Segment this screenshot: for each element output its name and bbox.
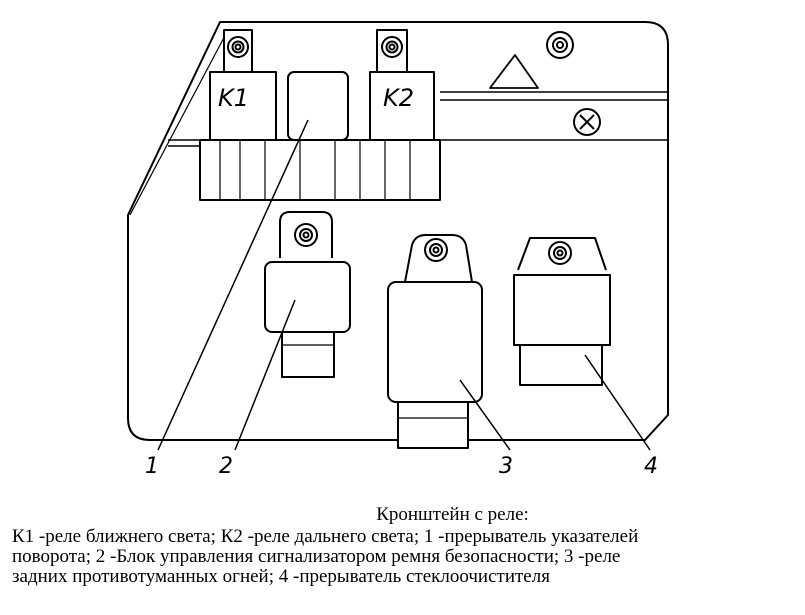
bracket-inner-edge <box>129 29 229 216</box>
caption-line-3: задних противотуманных огней; 4 -прерыва… <box>12 566 550 587</box>
k2-label: K2 <box>383 84 414 112</box>
caption-line-1: К1 -реле ближнего света; К2 -реле дальне… <box>12 526 639 547</box>
relay-4 <box>513 237 611 386</box>
relay-bracket-diagram: K1 K2 <box>127 21 669 479</box>
cross-bolt-icon <box>573 108 601 136</box>
connector-strip <box>199 139 441 201</box>
nut-top-right <box>546 31 574 59</box>
caption-title: Кронштейн с реле: <box>376 504 529 525</box>
middle-relay-block <box>287 71 349 141</box>
caption-line-2: поворота; 2 -Блок управления сигнализато… <box>12 546 621 567</box>
relay-k2 <box>369 29 435 141</box>
bracket-outline <box>127 21 669 441</box>
figure-caption: Кронштейн с реле: К1 -реле ближнего свет… <box>0 505 805 587</box>
relay-2 <box>264 211 351 378</box>
callout-2: 2 <box>219 454 233 479</box>
relay-3 <box>387 234 483 449</box>
leader-lines <box>157 119 651 451</box>
callout-1: 1 <box>145 454 159 479</box>
k1-label: K1 <box>218 84 249 112</box>
triangle-mark <box>489 54 539 89</box>
callout-3: 3 <box>499 454 513 479</box>
callout-4: 4 <box>644 454 658 479</box>
